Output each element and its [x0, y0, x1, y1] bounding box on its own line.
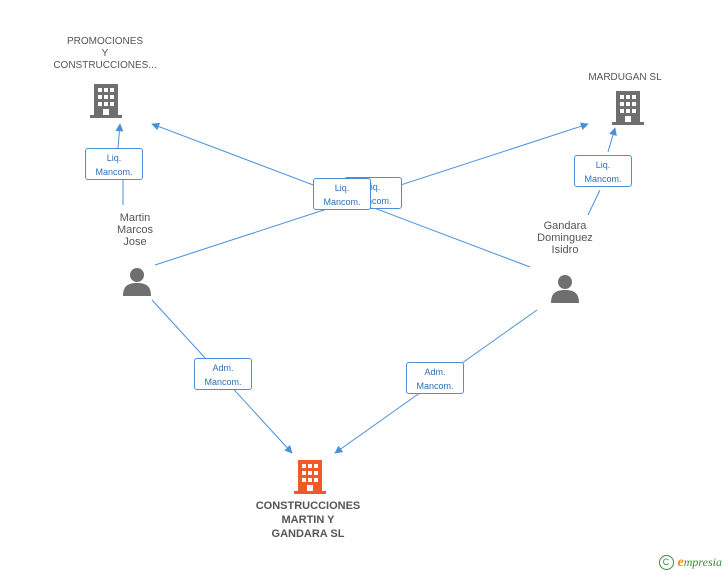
building-icon-main: [294, 460, 326, 494]
person-label-martin[interactable]: Martin Marcos Jose: [116, 212, 154, 248]
relation-box-martin-promociones: Liq. Mancom.: [85, 148, 143, 180]
company-label-promociones[interactable]: PROMOCIONES Y CONSTRUCCIONES...: [53, 36, 157, 71]
relation-type: Adm.: [212, 363, 234, 373]
relation-box-martin-main: Adm. Mancom.: [194, 358, 252, 390]
relation-box-gandara-mardugan: Liq. Mancom.: [574, 155, 632, 187]
edge-martin-to-promociones: [118, 124, 123, 205]
relation-mode: Mancom.: [416, 381, 454, 391]
person-icon-gandara: [551, 275, 579, 303]
brand-logo-initial: e: [677, 555, 684, 570]
company-label-mardugan[interactable]: MARDUGAN SL: [588, 72, 662, 83]
relation-mode: Mancom.: [95, 167, 133, 177]
relation-type: Adm.: [424, 367, 446, 377]
person-label-gandara[interactable]: Gandara Dominguez Isidro: [537, 220, 593, 256]
relation-type: Liq.: [595, 160, 611, 170]
relation-box-center-front: Liq. Mancom.: [313, 178, 371, 210]
edge-gandara-to-mardugan: [587, 128, 615, 216]
relation-mode: Mancom.: [354, 196, 392, 206]
company-label-main[interactable]: CONSTRUCCIONES MARTIN Y GANDARA SL: [255, 500, 361, 540]
copyright-icon: C: [658, 555, 674, 571]
relation-mode: Mancom.: [323, 197, 361, 207]
relation-type: Liq.: [106, 153, 122, 163]
person-icon-martin: [123, 268, 151, 296]
relation-type: Liq.: [334, 183, 350, 193]
relation-box-gandara-main: Adm. Mancom.: [406, 362, 464, 394]
relation-type: Liq.: [365, 182, 381, 192]
brand-logo-text: mpresia: [683, 555, 722, 569]
relation-mode: Mancom.: [584, 174, 622, 184]
building-icon-promociones: [90, 84, 122, 118]
relation-mode: Mancom.: [204, 377, 242, 387]
building-icon-mardugan: [612, 91, 644, 125]
